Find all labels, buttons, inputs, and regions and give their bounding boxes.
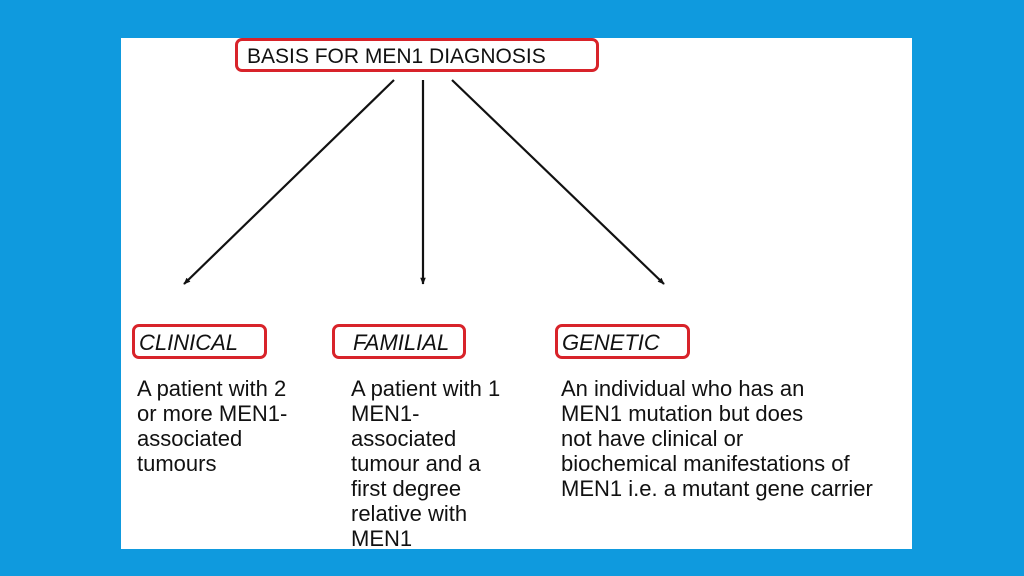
description-line: An individual who has an (561, 376, 805, 401)
description-line: MEN1 (351, 526, 413, 551)
description-genetic: An individual who has an MEN1 mutation b… (561, 376, 873, 501)
description-line: A patient with 1 (351, 376, 501, 401)
description-line: first degree (351, 476, 462, 501)
description-line: MEN1 i.e. a mutant gene carrier (561, 476, 873, 501)
category-box-clinical: CLINICAL (132, 324, 267, 359)
category-label-familial: FAMILIAL (353, 330, 450, 355)
description-line: MEN1 mutation but does (561, 401, 804, 426)
category-label-genetic: GENETIC (562, 330, 660, 355)
description-line: A patient with 2 (137, 376, 287, 401)
description-line: tumours (137, 451, 217, 476)
diagnosis-title-box: BASIS FOR MEN1 DIAGNOSIS (235, 38, 599, 72)
description-line: associated (351, 426, 457, 451)
description-familial: A patient with 1 MEN1- associated tumour… (351, 376, 500, 551)
description-clinical: A patient with 2 or more MEN1- associate… (137, 376, 287, 476)
diagnosis-title: BASIS FOR MEN1 DIAGNOSIS (247, 45, 546, 68)
description-line: associated (137, 426, 243, 451)
category-box-familial: FAMILIAL (332, 324, 466, 359)
description-line: or more MEN1- (137, 401, 288, 426)
description-line: tumour and a (351, 451, 481, 476)
description-line: not have clinical or (561, 426, 744, 451)
category-box-genetic: GENETIC (555, 324, 690, 359)
description-line: MEN1- (351, 401, 420, 426)
category-label-clinical: CLINICAL (139, 330, 239, 355)
description-line: biochemical manifestations of (561, 451, 850, 476)
description-line: relative with (351, 501, 468, 526)
